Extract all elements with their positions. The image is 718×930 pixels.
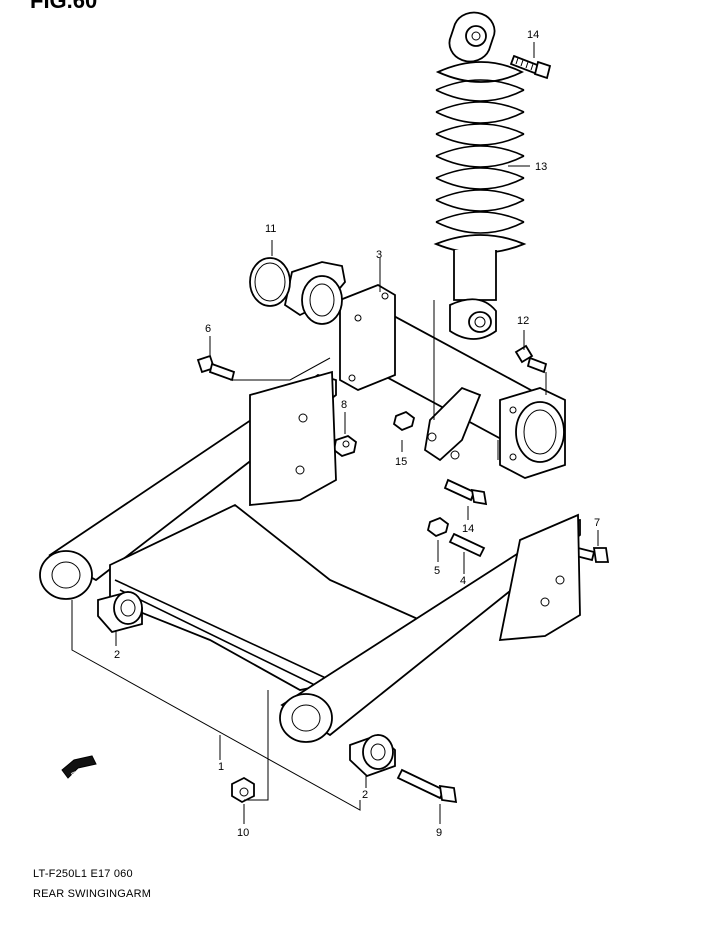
callout-15: 15 (395, 456, 407, 468)
callout-7: 7 (594, 517, 600, 529)
callout-14-upper: 14 (527, 29, 539, 41)
bolt-4[interactable] (448, 532, 486, 558)
bolt-12[interactable] (514, 344, 548, 374)
callout-13: 13 (535, 161, 547, 173)
figure-title: FIG.60 (30, 0, 98, 13)
nut-5[interactable] (426, 516, 450, 538)
rear-shock-absorber[interactable] (433, 11, 527, 340)
callout-2-left: 2 (114, 649, 120, 661)
nut-15[interactable] (392, 410, 416, 432)
callout-9: 9 (436, 827, 442, 839)
callout-labels: 1 2 2 3 4 5 6 7 8 9 10 11 12 13 14 14 15… (71, 29, 600, 839)
fwd-arrow-label: FWD (71, 767, 87, 778)
nut-8[interactable] (333, 434, 357, 458)
callout-8: 8 (341, 399, 347, 411)
model-code-caption: LT-F250L1 E17 060 (33, 868, 133, 880)
forward-direction-arrow (61, 755, 97, 779)
pivot-bolt-9[interactable] (396, 768, 458, 804)
callout-12: 12 (517, 315, 529, 327)
shock-bolt-upper[interactable] (509, 54, 552, 80)
callout-10: 10 (237, 827, 249, 839)
callout-6: 6 (205, 323, 211, 335)
bushing-left[interactable] (97, 590, 143, 634)
callout-5: 5 (434, 565, 440, 577)
bushing-right[interactable] (349, 733, 396, 778)
part-group-caption: REAR SWINGINGARM (33, 888, 152, 900)
callout-3: 3 (376, 249, 382, 261)
shock-bolt-lower[interactable] (443, 478, 488, 506)
bolt-6[interactable] (196, 354, 236, 382)
bolt-7[interactable] (574, 546, 610, 563)
swingarm[interactable] (39, 370, 581, 743)
callout-4: 4 (460, 575, 466, 587)
callout-14-lower: 14 (462, 523, 474, 535)
callout-2-right: 2 (362, 789, 368, 801)
axle-housing-bracket[interactable] (283, 261, 566, 479)
leader-lines (71, 42, 599, 824)
pivot-nut-10[interactable] (231, 776, 255, 804)
callout-1: 1 (218, 761, 224, 773)
o-ring[interactable] (249, 257, 291, 307)
callout-11: 11 (265, 223, 276, 235)
